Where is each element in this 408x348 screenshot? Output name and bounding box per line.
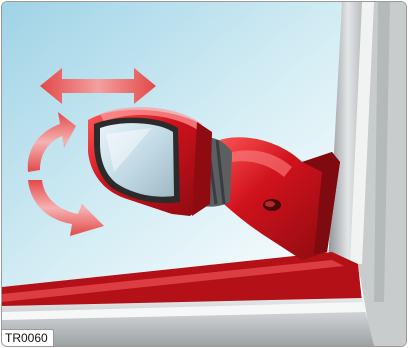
mirror-adjustment-illustration bbox=[2, 2, 406, 346]
figure-code-label: TR0060 bbox=[2, 329, 54, 346]
